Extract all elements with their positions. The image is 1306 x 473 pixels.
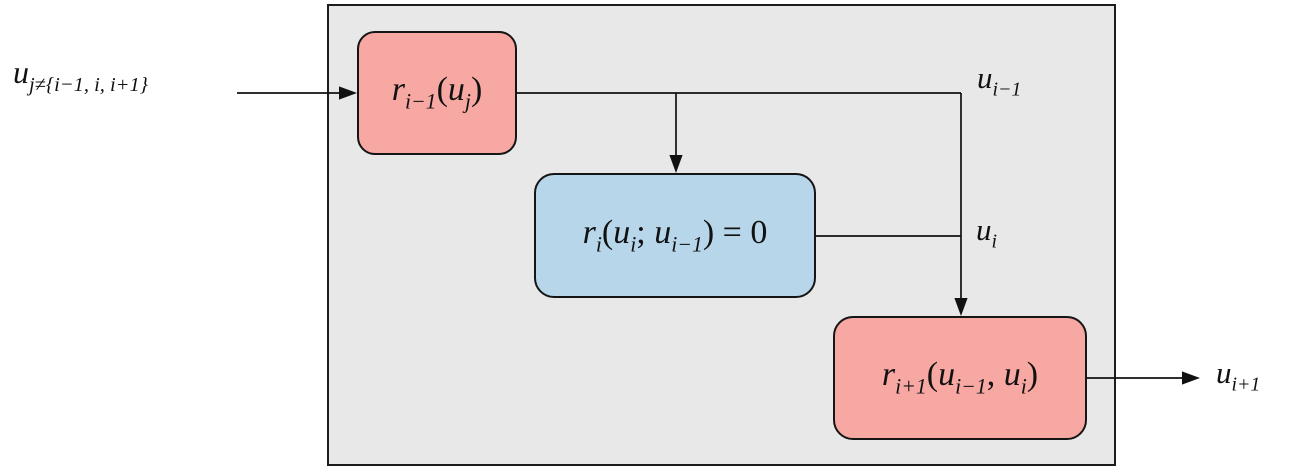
output-label-u-next: ui+1 (1216, 355, 1261, 396)
edge-uprev-vertical-to-residual-next (954, 93, 968, 316)
node-residual-prev: ri−1(uj) (357, 31, 517, 155)
node-residual-prev-label: ri−1(uj) (391, 71, 483, 114)
node-residual-next: ri+1(ui−1, ui) (833, 316, 1087, 440)
edge-input-arrow (237, 86, 357, 100)
node-residual-i-label: ri(ui; ui−1) = 0 (582, 213, 768, 257)
edge-label-u-i: ui (976, 212, 998, 253)
edge-branch-down-to-residual-i (669, 93, 683, 173)
edge-label-u-prev: ui−1 (977, 60, 1022, 101)
edge-output-arrow (1087, 371, 1200, 385)
node-residual-i: ri(ui; ui−1) = 0 (534, 173, 816, 298)
input-label-u-j: uj≠{i−1, i, i+1} (13, 54, 148, 96)
node-residual-next-label: ri+1(ui−1, ui) (881, 356, 1039, 399)
